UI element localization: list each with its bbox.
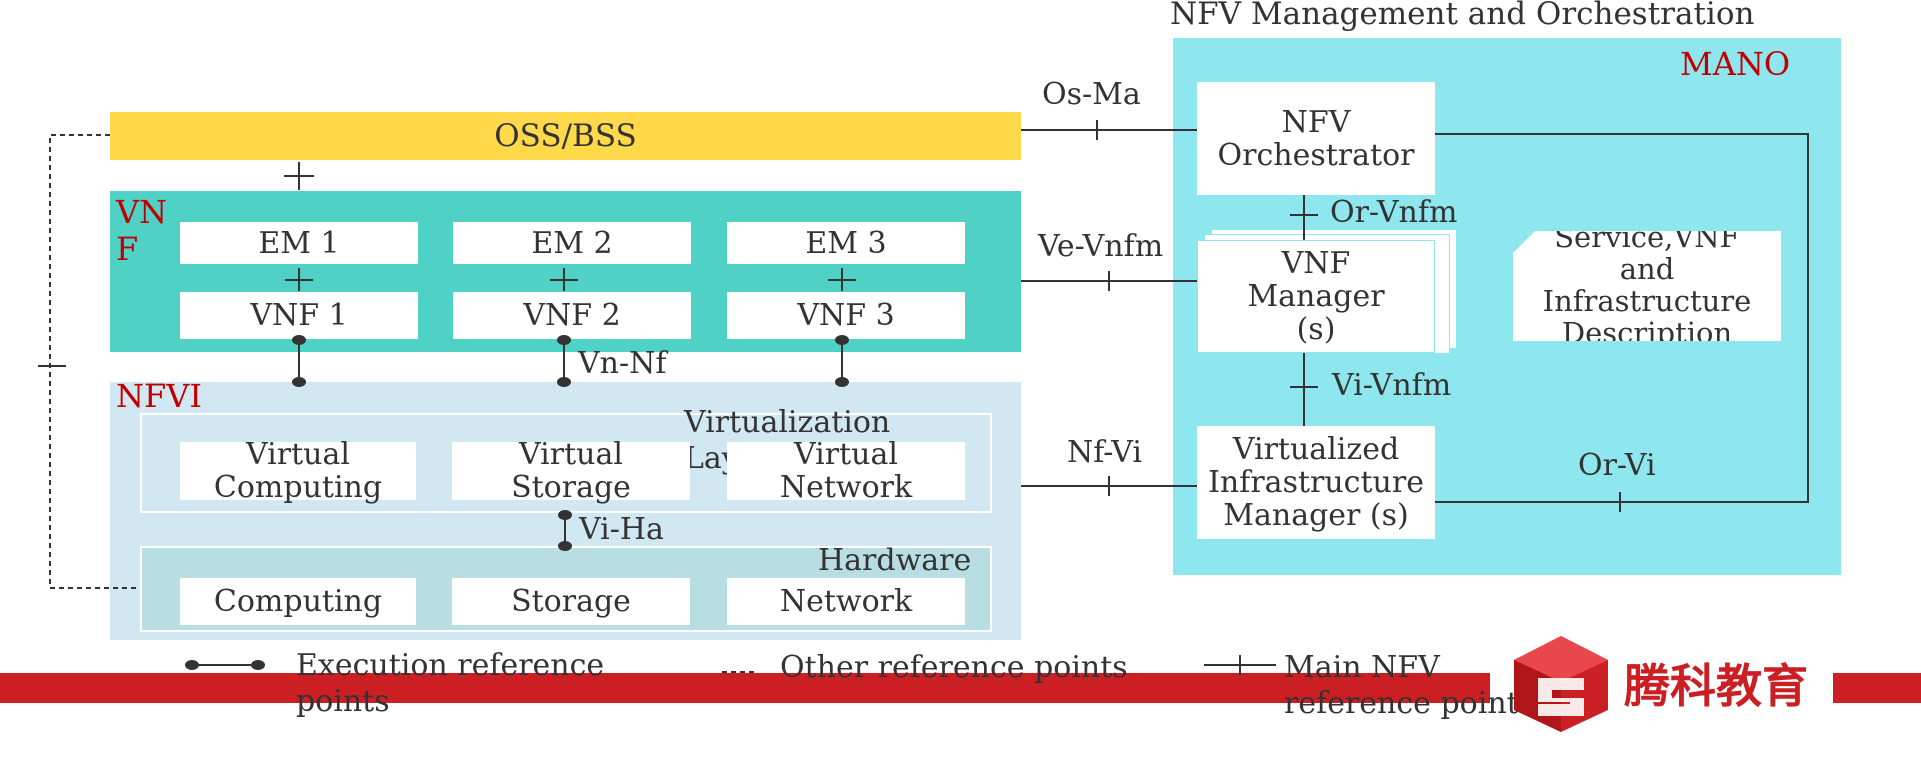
legend-execution: Execution reference points [296, 648, 605, 719]
brand-cube-icon [1514, 636, 1608, 732]
ref-or-vi: Or-Vi [1578, 448, 1656, 483]
hw-network-box: Network [727, 578, 965, 625]
vnf3-box: VNF 3 [727, 292, 965, 339]
description-box: Service,VNF and Infrastructure Descripti… [1513, 231, 1781, 341]
nfvi-label: NFVI [116, 377, 202, 415]
virtual-computing-box: Virtual Computing [180, 438, 416, 504]
diagram-title: NFV Management and Orchestration [1170, 0, 1755, 32]
virtual-network-box: Virtual Network [727, 438, 965, 504]
virtual-storage-box: Virtual Storage [452, 438, 690, 504]
em3-box: EM 3 [727, 222, 965, 264]
brand-logo [1508, 632, 1614, 736]
legend-main: Main NFV reference points [1284, 650, 1535, 721]
oss-bss-bar: OSS/BSS [110, 112, 1021, 160]
ref-ve-vnfm: Ve-Vnfm [1038, 229, 1164, 264]
ref-os-ma: Os-Ma [1042, 77, 1141, 112]
hw-storage-box: Storage [452, 578, 690, 625]
brand-name: 腾科教育 [1624, 659, 1808, 713]
em1-box: EM 1 [180, 222, 418, 264]
ref-vi-ha: Vi-Ha [579, 512, 664, 547]
nfv-orchestrator-box: NFV Orchestrator [1197, 82, 1435, 195]
hw-computing-box: Computing [180, 578, 416, 625]
em2-box: EM 2 [453, 222, 691, 264]
oss-bss-label: OSS/BSS [494, 118, 637, 154]
vnf-label: VNF [116, 193, 168, 268]
ref-nf-vi: Nf-Vi [1067, 435, 1142, 470]
mano-label: MANO [1680, 45, 1791, 83]
vnf2-box: VNF 2 [453, 292, 691, 339]
ref-vi-vnfm: Vi-Vnfm [1332, 368, 1452, 403]
vim-box: Virtualized Infrastructure Manager (s) [1197, 426, 1435, 539]
hardware-label: Hardware [818, 543, 972, 578]
vnf1-box: VNF 1 [180, 292, 418, 339]
legend-other: Other reference points [780, 650, 1128, 685]
ref-vn-nf: Vn-Nf [578, 346, 667, 381]
ref-or-vnfm: Or-Vnfm [1330, 195, 1458, 230]
vnf-manager-box: VNF Manager (s) [1197, 240, 1435, 353]
